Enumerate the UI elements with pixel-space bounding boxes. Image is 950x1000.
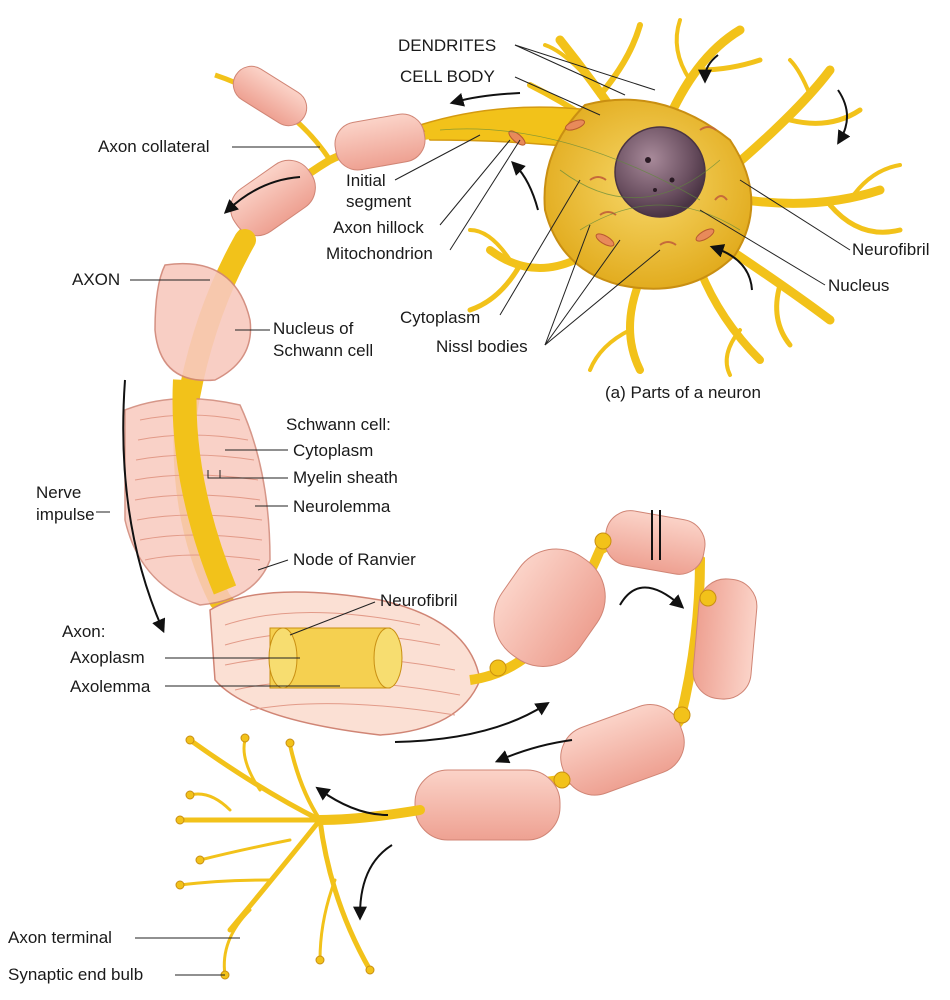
leader-lines xyxy=(96,44,851,976)
axon-label: AXON xyxy=(72,270,121,289)
figure-caption: (a) Parts of a neuron xyxy=(605,383,761,402)
impulse-arrows xyxy=(122,54,851,921)
nucleus-shape xyxy=(614,126,706,218)
axon-collateral-label: Axon collateral xyxy=(98,137,210,156)
axon-terminal-label: Axon terminal xyxy=(8,928,112,947)
myelin-sheath-label: Myelin sheath xyxy=(293,468,398,487)
nerve-impulse-label-line1: Nerve xyxy=(36,483,82,502)
axon-through-sheath xyxy=(172,379,237,595)
cell-body-label: CELL BODY xyxy=(400,67,495,86)
neurofibril-mid-label: Neurofibril xyxy=(380,591,458,610)
axolemma-label: Axolemma xyxy=(70,677,151,696)
nissl-bodies-label: Nissl bodies xyxy=(436,337,528,356)
schwann-cell-label: Schwann cell: xyxy=(286,415,391,434)
initial-segment-label-line2: segment xyxy=(346,192,412,211)
neurofibril-top-label: Neurofibril xyxy=(852,240,930,259)
axon-heading-label: Axon: xyxy=(62,622,106,641)
initial-segment-label-line1: Initial xyxy=(346,171,386,190)
node-of-ranvier-label: Node of Ranvier xyxy=(293,550,416,569)
dendrites-label: DENDRITES xyxy=(398,36,497,55)
nucleus-schwann-label-line1: Nucleus of xyxy=(273,319,354,338)
schwann-cytoplasm-label: Cytoplasm xyxy=(293,441,374,460)
synaptic-end-bulb-label: Synaptic end bulb xyxy=(8,965,144,984)
cytoplasm-top-label: Cytoplasm xyxy=(400,308,481,327)
nissl-bodies xyxy=(589,126,728,246)
axon-terminal-branches xyxy=(177,737,425,977)
axoplasm-label: Axoplasm xyxy=(70,648,145,667)
mitochondria xyxy=(508,119,715,247)
mitochondrion-label: Mitochondrion xyxy=(326,244,433,263)
neurolemma-label: Neurolemma xyxy=(293,497,391,516)
axon-hillock-label: Axon hillock xyxy=(333,218,424,237)
nucleus-label: Nucleus xyxy=(828,276,890,295)
dendrites xyxy=(467,18,903,377)
nerve-impulse-label-line2: impulse xyxy=(36,505,95,524)
nucleus-schwann-label-line2: Schwann cell xyxy=(273,341,374,360)
